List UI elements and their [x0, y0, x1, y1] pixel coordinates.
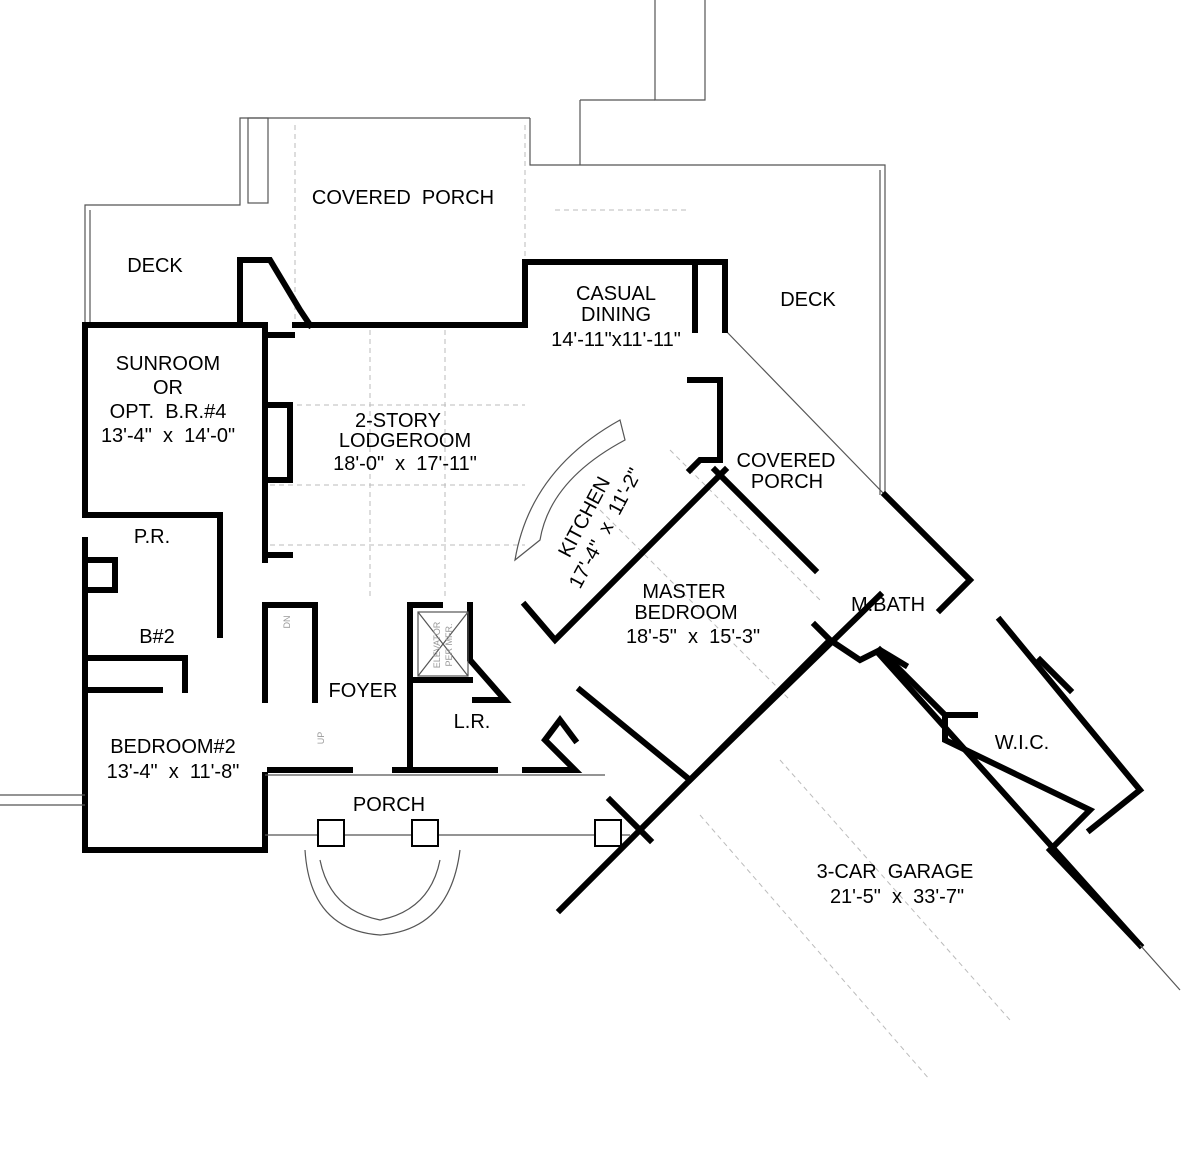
elevator-note: PER MFR.	[444, 623, 454, 666]
elevator	[417, 611, 469, 677]
foyer-label: FOYER	[329, 680, 398, 702]
casual-dining-label: CASUAL	[576, 283, 656, 305]
sunroom-label: OPT. B.R.#4	[110, 401, 227, 423]
master-bedroom-dim: 18'-5" x 15'-3"	[626, 626, 760, 648]
covered-porch-label: COVERED PORCH	[312, 187, 494, 209]
lr-label: L.R.	[454, 711, 491, 733]
deck-outlines	[84, 0, 886, 496]
stair-up-label: UP	[316, 732, 326, 745]
wic-label: W.I.C.	[995, 732, 1049, 754]
master-bedroom-label: BEDROOM	[634, 602, 737, 624]
casual-dining-dim: 14'-11"x11'-11"	[551, 329, 681, 351]
deck-left-label: DECK	[127, 255, 183, 277]
bedroom2-dim: 13'-4" x 11'-8"	[107, 761, 240, 783]
front-porch	[0, 419, 1181, 991]
column	[317, 819, 345, 847]
column	[594, 819, 622, 847]
covered-porch-right-label: PORCH	[751, 471, 823, 493]
elevator-note: ELEVATOR	[432, 621, 442, 668]
pr-label: P.R.	[134, 526, 170, 548]
mbath-label: M.BATH	[851, 594, 925, 616]
deck-right-label: DECK	[780, 289, 836, 311]
stair-dn-label: DN	[282, 616, 292, 629]
porch-label: PORCH	[353, 794, 425, 816]
lodgeroom-label: LODGEROOM	[339, 430, 471, 452]
lodgeroom-label: 2-STORY	[355, 410, 441, 432]
master-bedroom-label: MASTER	[642, 581, 725, 603]
lodgeroom-dim: 18'-0" x 17'-11"	[333, 453, 477, 475]
b2-label: B#2	[139, 626, 175, 648]
sunroom-label: SUNROOM	[116, 353, 220, 375]
covered-porch-right-label: COVERED	[737, 450, 836, 472]
bedroom2-label: BEDROOM#2	[110, 736, 236, 758]
room-labels: COVERED PORCH DECK DECK CASUAL DINING 14…	[101, 187, 1049, 908]
garage-dim: 21'-5" x 33'-7"	[830, 886, 964, 908]
garage-label: 3-CAR GARAGE	[817, 861, 974, 883]
casual-dining-label: DINING	[581, 304, 651, 326]
sunroom-label: OR	[153, 377, 183, 399]
sunroom-dim: 13'-4" x 14'-0"	[101, 425, 235, 447]
column	[411, 819, 439, 847]
walls	[82, 257, 1145, 950]
